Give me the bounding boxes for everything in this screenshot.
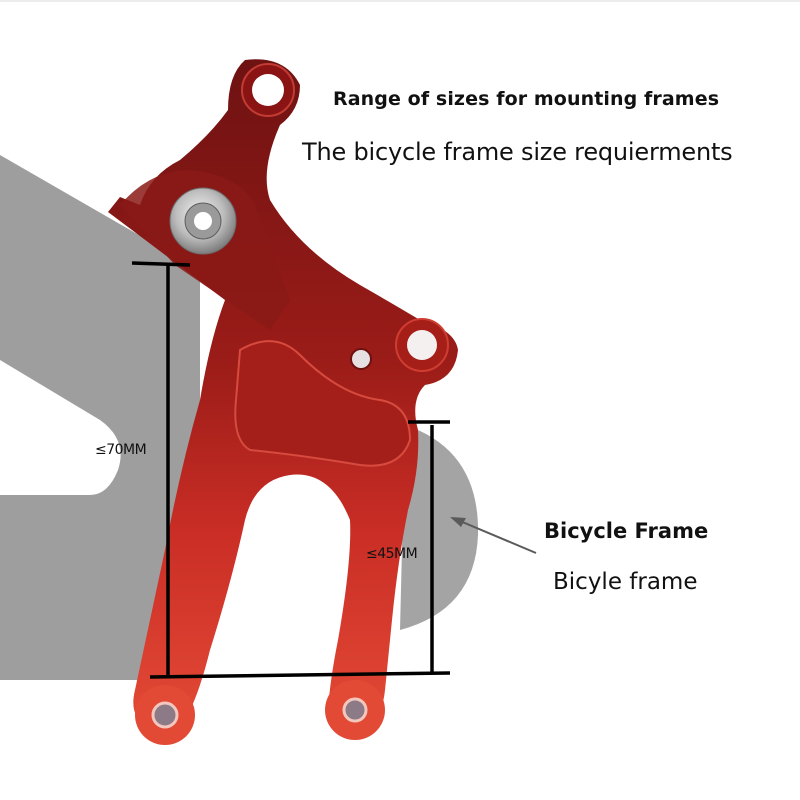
page-subtitle: The bicycle frame size requierments	[302, 138, 733, 166]
arrow-pointer-icon	[450, 517, 537, 554]
bolt-icon	[169, 187, 237, 255]
top-border	[0, 0, 800, 2]
dimension-label-70mm: ≤70MM	[95, 442, 147, 458]
dimension-lines	[131, 261, 451, 679]
page-title: Range of sizes for mounting frames	[333, 88, 720, 110]
callout-label-regular: Bicyle frame	[553, 569, 698, 595]
frame-silhouette	[0, 155, 479, 680]
callout-label-bold: Bicycle Frame	[544, 519, 709, 543]
dimension-label-45mm: ≤45MM	[366, 546, 418, 562]
